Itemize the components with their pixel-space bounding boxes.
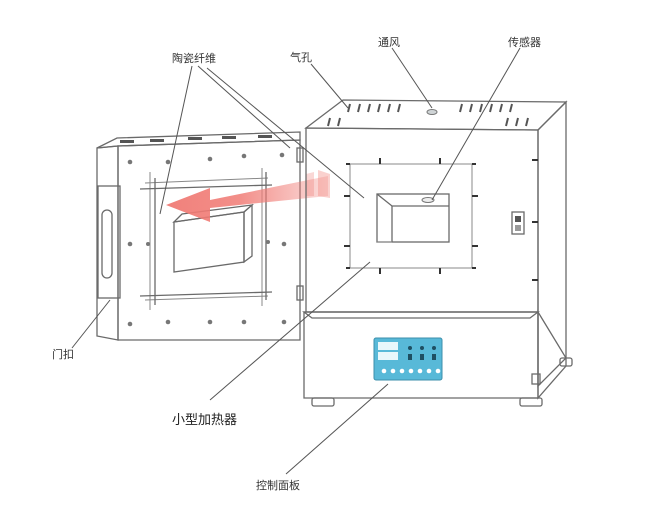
heating-chamber <box>376 193 450 243</box>
door-top-vents <box>120 135 272 143</box>
door-handle <box>101 209 113 279</box>
label-ceramic-fiber: 陶瓷纤维 <box>172 51 216 65</box>
lcd-display-icon <box>373 337 443 381</box>
door-handle-strip <box>97 185 121 299</box>
label-ventilation: 通风 <box>378 36 400 49</box>
hinge-top <box>296 147 304 163</box>
leader-lines <box>71 47 521 475</box>
label-small-heater: 小型加热器 <box>172 413 237 428</box>
label-control-panel: 控制面板 <box>256 478 300 492</box>
furnace-body <box>302 99 573 407</box>
furnace-door <box>96 131 304 341</box>
air-hole-icon <box>426 109 438 115</box>
sensor-icon <box>421 197 435 203</box>
door-screws <box>127 152 287 327</box>
top-vent-slots <box>327 103 529 127</box>
large-red-arrow-icon <box>166 170 330 222</box>
chamber-frame <box>349 163 473 269</box>
furnace-feet <box>311 357 573 407</box>
label-sensor: 传感器 <box>508 36 541 49</box>
label-door-latch: 门扣 <box>52 347 74 361</box>
side-switch <box>511 211 525 235</box>
hinge-bottom <box>296 285 304 301</box>
label-air-hole: 气孔 <box>290 50 312 64</box>
chamber-mount-ticks <box>344 158 538 281</box>
